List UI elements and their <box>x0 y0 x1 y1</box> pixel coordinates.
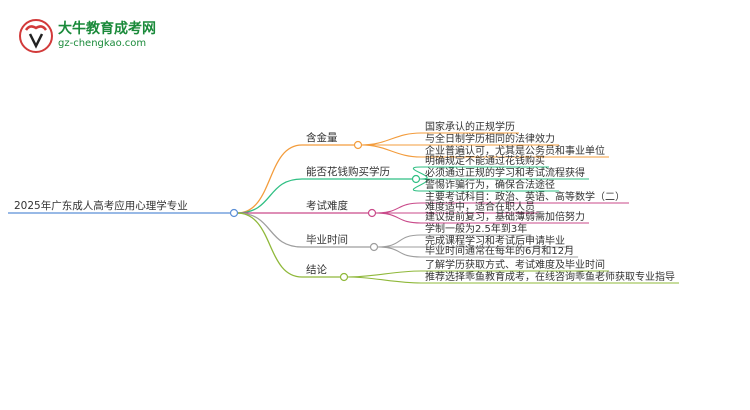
leaf-node: 建议提前复习，基础薄弱需加倍努力 <box>421 210 589 224</box>
branch-label: 考试难度 <box>306 199 348 212</box>
branch-label: 结论 <box>306 263 327 276</box>
leaf-label: 国家承认的正规学历 <box>425 120 515 133</box>
root-to-branch-line <box>236 212 303 248</box>
branch-to-leaf-line <box>346 270 422 278</box>
leaf-label: 难度适中，适合在职人员 <box>425 200 535 213</box>
leaf-node: 明确规定不能通过花钱购买 <box>421 154 549 168</box>
branch-to-leaf-line <box>374 212 422 224</box>
branch-connector-dot <box>411 174 421 184</box>
root-connector-dot <box>229 208 239 218</box>
leaf-node: 了解学历获取方式、考试难度及毕业时间 <box>421 258 609 272</box>
branch-to-leaf-line <box>346 276 422 284</box>
ox-logo-icon <box>19 19 53 53</box>
leaf-label: 必须通过正规的学习和考试流程获得 <box>425 166 585 179</box>
branch-label: 能否花钱购买学历 <box>306 165 390 178</box>
branch-to-leaf-line <box>360 132 422 146</box>
site-logo: 大牛教育成考网 gz-chengkao.com <box>18 16 198 56</box>
leaf-node: 难度适中，适合在职人员 <box>421 200 539 214</box>
leaf-node: 国家承认的正规学历 <box>421 120 519 134</box>
branch-node: 能否花钱购买学历 <box>302 165 421 184</box>
root-to-branch-line <box>236 212 303 278</box>
leaf-node: 警惕诈骗行为，确保合法途径 <box>421 178 559 192</box>
branch-connector-dot <box>353 140 363 150</box>
branch-node: 含金量 <box>302 131 363 150</box>
root-to-branch-line <box>236 144 303 214</box>
leaf-label: 企业普遍认可，尤其是公务员和事业单位 <box>425 144 605 157</box>
root-label: 2025年广东成人高考应用心理学专业 <box>14 199 188 212</box>
leaf-label: 完成课程学习和考试后申请毕业 <box>425 234 565 247</box>
branch-connector-dot <box>369 242 379 252</box>
leaf-node: 推荐选择乖鱼教育成考，在线咨询乖鱼老师获取专业指导 <box>421 270 679 284</box>
branch-to-leaf-line <box>374 202 422 214</box>
branch-to-leaf-line <box>360 144 422 158</box>
leaf-label: 学制一般为2.5年到3年 <box>425 222 527 235</box>
mind-map-nodes: 2025年广东成人高考应用心理学专业 含金量 国家承认的正规学历与全日制学历相同的法… <box>8 120 679 284</box>
branch-node: 考试难度 <box>302 199 377 218</box>
branch-to-leaf-line <box>376 234 422 248</box>
leaf-node: 完成课程学习和考试后申请毕业 <box>421 234 569 248</box>
leaf-node: 必须通过正规的学习和考试流程获得 <box>421 166 589 180</box>
leaf-node: 毕业时间通常在每年的6月和12月 <box>421 244 579 258</box>
leaf-node: 主要考试科目：政治、英语、高等数学（二） <box>421 190 629 204</box>
branch-connector-dot <box>339 272 349 282</box>
branch-node: 结论 <box>302 263 349 282</box>
leaf-label: 主要考试科目：政治、英语、高等数学（二） <box>425 190 625 203</box>
leaf-node: 与全日制学历相同的法律效力 <box>421 132 559 146</box>
root-to-branch-line <box>236 178 303 214</box>
branch-label: 含金量 <box>306 131 338 144</box>
brand-name: 大牛教育成考网 <box>58 21 156 37</box>
leaf-node: 企业普遍认可，尤其是公务员和事业单位 <box>421 144 609 158</box>
root-node: 2025年广东成人高考应用心理学专业 <box>8 199 239 218</box>
branch-to-leaf-line <box>376 246 422 258</box>
leaf-label: 了解学历获取方式、考试难度及毕业时间 <box>425 258 605 271</box>
leaf-label: 与全日制学历相同的法律效力 <box>425 132 555 145</box>
leaf-label: 推荐选择乖鱼教育成考，在线咨询乖鱼老师获取专业指导 <box>425 270 675 283</box>
leaf-node: 学制一般为2.5年到3年 <box>421 222 532 236</box>
branch-label: 毕业时间 <box>306 233 348 246</box>
leaf-label: 建议提前复习，基础薄弱需加倍努力 <box>425 210 585 223</box>
leaf-label: 警惕诈骗行为，确保合法途径 <box>425 178 555 191</box>
leaf-label: 毕业时间通常在每年的6月和12月 <box>425 244 574 257</box>
brand-url: gz-chengkao.com <box>58 38 147 49</box>
branch-connector-dot <box>367 208 377 218</box>
branch-node: 毕业时间 <box>302 233 379 252</box>
leaf-label: 明确规定不能通过花钱购买 <box>425 154 545 167</box>
